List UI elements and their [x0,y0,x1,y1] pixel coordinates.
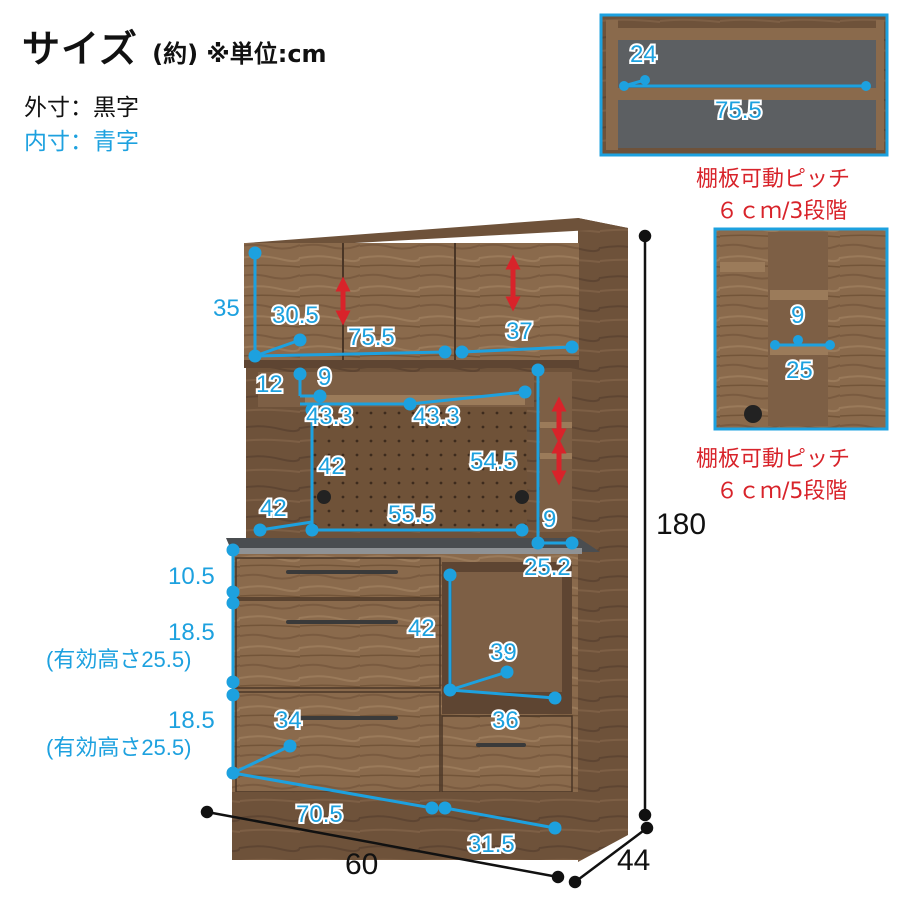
outer-height-label: 180 [656,508,706,541]
detail-mid-depth-label: 9 [791,302,804,329]
detail-mid-width-label: 25 [786,357,813,384]
drawer-width-label: 70.5 [296,801,343,828]
detail-top-caption-2: ６ｃｍ/3段階 [716,199,848,224]
adjustable-shelf-arrows [335,254,567,486]
drawer2-effective-label: (有効高さ25.5) [46,647,191,672]
outer-dimension-lines [200,229,654,889]
upper-right-width-label: 37 [506,318,533,345]
page-title: サイズ (約) ※単位:cm [22,18,327,73]
inner-dimension-lines [226,246,579,835]
niche-right-width-label: 43.3 [413,403,460,430]
open-height-label: 42 [318,453,345,480]
open-right-height-label: 54.5 [470,448,517,475]
niche-12-label: 12 [256,371,283,398]
right-depth-label: 25.2 [524,554,571,581]
open-depth-label: 42 [260,495,287,522]
low-drawer-width-label: 31.5 [468,831,515,858]
drawer3-depth-label: 34 [275,707,302,734]
niche-9-label: 9 [318,364,331,391]
title-main: サイズ [22,27,138,71]
detail-top-inset [599,13,889,157]
detail-top-depth-label: 24 [630,41,657,68]
low-width-label: 36 [492,707,519,734]
outer-width-label: 60 [345,848,378,881]
inner-size-legend: 内寸：青字 [24,129,139,155]
open-width-label: 55.5 [388,501,435,528]
title-note: (約) ※単位:cm [152,40,327,68]
detail-mid-inset [713,227,889,431]
detail-top-width-label: 75.5 [715,97,762,124]
drawer3-effective-label: (有効高さ25.5) [46,735,191,760]
upper-width-label: 75.5 [348,324,395,351]
drawer3-height-label: 18.5 [168,707,215,734]
detail-mid-caption-2: ６ｃｍ/5段階 [716,479,848,504]
detail-top-caption-1: 棚板可動ピッチ [696,167,851,192]
right-9-label: 9 [543,506,556,533]
drawer2-height-label: 18.5 [168,619,215,646]
drawer1-height-label: 10.5 [168,563,215,590]
low-depth-label: 39 [490,639,517,666]
detail-mid-caption-1: 棚板可動ピッチ [696,447,851,472]
outer-size-legend: 外寸：黒字 [24,95,139,121]
upper-depth-label: 30.5 [272,302,319,329]
low-height-label: 42 [408,615,435,642]
upper-height-label: 35 [213,295,240,322]
niche-left-width-label: 43.3 [306,403,353,430]
outer-depth-label: 44 [617,844,650,877]
